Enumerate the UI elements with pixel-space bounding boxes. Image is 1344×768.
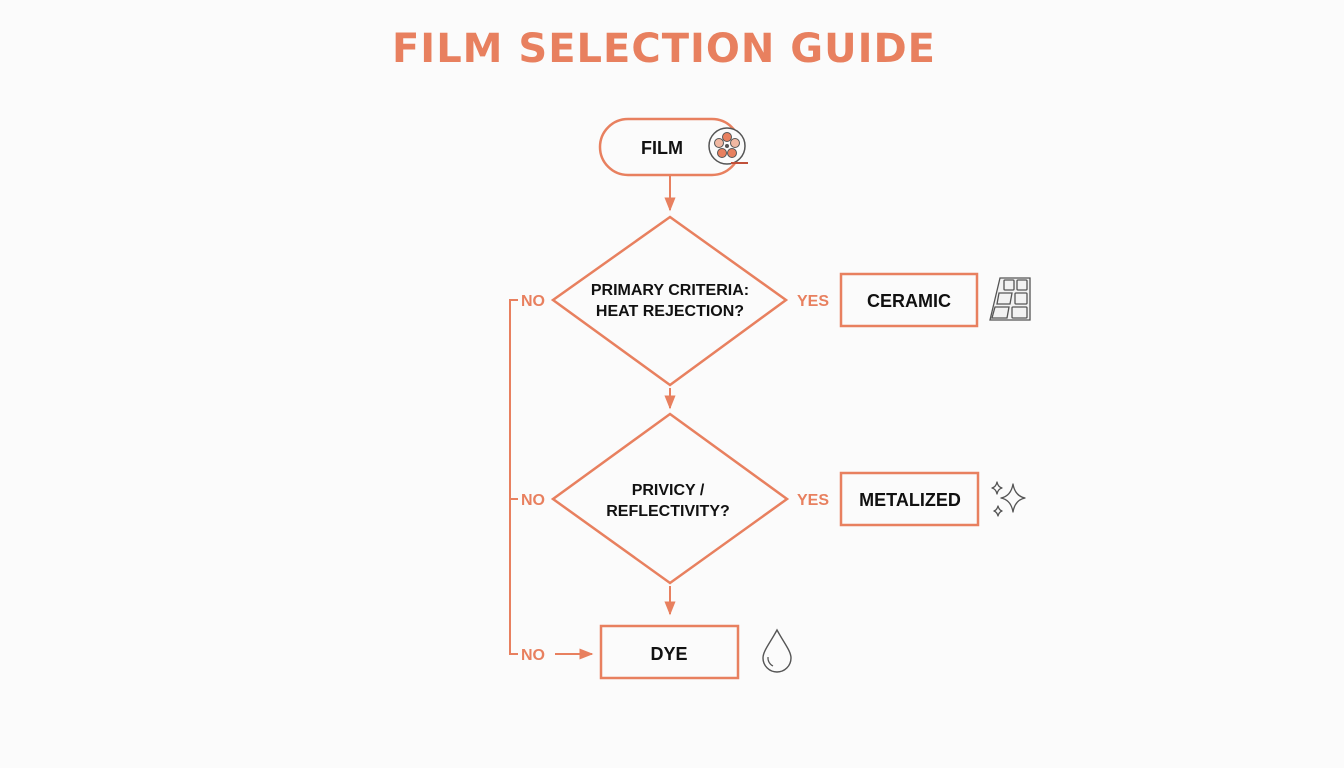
node-dye: DYE — [599, 624, 792, 680]
no-rail — [509, 299, 518, 655]
node-film: FILM — [598, 117, 748, 177]
node-heat-rejection-line1: PRIMARY CRITERIA: — [591, 282, 749, 299]
node-ceramic: CERAMIC — [839, 272, 1031, 328]
film-reel-icon — [708, 127, 748, 165]
node-privacy-shape — [550, 412, 790, 585]
node-dye-shape — [599, 624, 740, 680]
node-heat-rejection: PRIMARY CRITERIA: HEAT REJECTION? — [550, 215, 789, 387]
edge-label-dye-no: NO — [521, 647, 545, 664]
node-privacy: PRIVICY / REFLECTIVITY? — [550, 412, 790, 585]
connectors — [509, 176, 676, 660]
node-privacy-line1: PRIVICY / — [632, 482, 705, 499]
node-dye-label: DYE — [650, 644, 687, 664]
edge-label-q1-yes: YES — [797, 293, 829, 310]
node-privacy-line2: REFLECTIVITY? — [606, 503, 730, 520]
node-heat-rejection-line2: HEAT REJECTION? — [596, 303, 744, 320]
node-ceramic-label: CERAMIC — [867, 291, 951, 311]
droplet-icon — [762, 628, 792, 673]
node-metalized-label: METALIZED — [859, 490, 961, 510]
node-film-label: FILM — [641, 138, 683, 158]
edge-label-q2-no: NO — [521, 492, 545, 509]
sparkles-icon — [991, 481, 1026, 517]
node-metalized-shape — [839, 471, 980, 527]
ceramic-tiles-icon — [989, 277, 1031, 321]
edge-label-q2-yes: YES — [797, 492, 829, 509]
node-heat-rejection-shape — [550, 215, 789, 387]
edge-label-q1-no: NO — [521, 293, 545, 310]
node-ceramic-shape — [839, 272, 979, 328]
node-metalized: METALIZED — [839, 471, 1026, 527]
diagram-title: FILM SELECTION GUIDE — [391, 26, 937, 72]
